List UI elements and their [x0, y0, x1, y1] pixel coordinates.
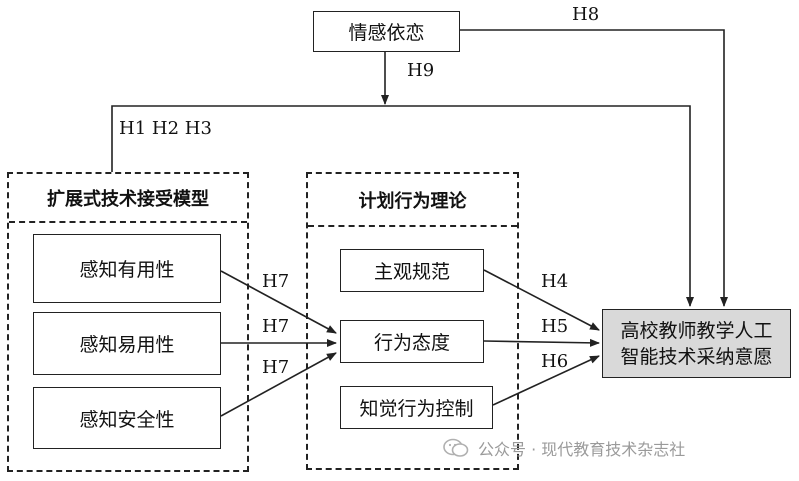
node-attitude-label: 行为态度: [373, 332, 450, 354]
label-h6: H6: [541, 351, 569, 372]
label-h8: H8: [572, 4, 600, 25]
group-tpb: 计划行为理论: [306, 172, 519, 470]
group-etam-title: 扩展式技术接受模型: [9, 174, 247, 223]
node-adoption-intention-line2: 智能技术采纳意愿: [620, 345, 773, 368]
group-etam: 扩展式技术接受模型: [7, 172, 249, 472]
group-tpb-title: 计划行为理论: [308, 174, 517, 227]
node-adoption-intention-line1: 高校教师教学人工: [620, 319, 773, 342]
label-h7-usefulness: H7: [262, 271, 290, 292]
arrow-h7-security: [220, 352, 337, 417]
watermark-text: 公众号 · 现代教育技术杂志社: [478, 440, 686, 459]
node-perceived-security: 感知安全性: [33, 387, 221, 449]
group-tpb-title-text: 计划行为理论: [358, 190, 467, 212]
group-etam-title-text: 扩展式技术接受模型: [47, 188, 209, 210]
node-perceived-usefulness: 感知有用性: [33, 234, 221, 303]
watermark: 公众号 · 现代教育技术杂志社: [442, 436, 685, 460]
node-perceived-security-label: 感知安全性: [79, 408, 175, 431]
label-h1-h3: H1 H2 H3: [119, 118, 212, 139]
arrow-h4: [483, 269, 600, 331]
arrow-h6: [492, 355, 600, 406]
node-attitude: 行为态度: [340, 320, 484, 363]
arrow-h8: [460, 29, 728, 307]
label-h7-ease: H7: [262, 316, 290, 337]
arrow-h7-usefulness: [220, 270, 337, 334]
label-h5: H5: [541, 316, 569, 337]
node-perceived-behavioral-control: 知觉行为控制: [340, 386, 493, 429]
node-perceived-ease-of-use-label: 感知易用性: [79, 334, 175, 356]
node-subjective-norm: 主观规范: [340, 249, 484, 292]
arrow-h1-h3: [111, 105, 694, 307]
node-emotional-attachment: 情感依恋: [313, 11, 460, 52]
node-emotional-attachment-label: 情感依恋: [348, 22, 425, 44]
label-h4: H4: [541, 271, 569, 292]
node-perceived-behavioral-control-label: 知觉行为控制: [359, 398, 474, 420]
node-perceived-usefulness-label: 感知有用性: [79, 259, 175, 281]
node-adoption-intention: 高校教师教学人工 智能技术采纳意愿: [602, 309, 791, 378]
label-h9: H9: [407, 60, 435, 81]
label-h7-security: H7: [262, 357, 290, 378]
node-perceived-ease-of-use: 感知易用性: [33, 312, 221, 375]
arrow-h5: [483, 338, 600, 347]
node-subjective-norm-label: 主观规范: [373, 261, 450, 283]
wechat-icon: [443, 438, 469, 457]
